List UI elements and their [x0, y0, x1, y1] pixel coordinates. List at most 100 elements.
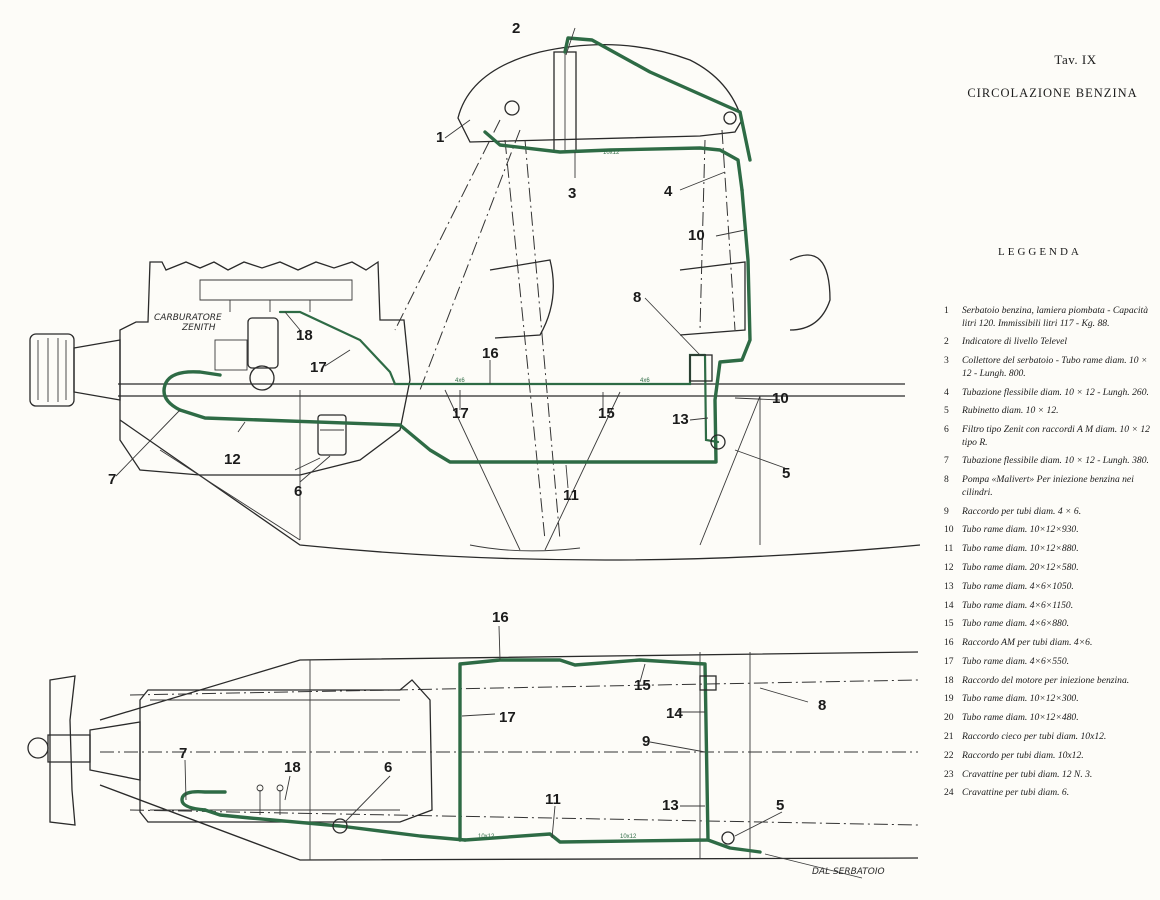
tank-mount-front [504, 100, 520, 116]
side-callout-4: 4 [664, 183, 673, 200]
top-callout-16: 16 [492, 609, 509, 626]
top-pipe-loop [458, 658, 710, 844]
side-callout-11: 11 [563, 487, 579, 504]
legend-item-number: 15 [944, 618, 954, 630]
fuel-tank [457, 44, 743, 143]
carburettor [247, 317, 279, 369]
carburettor-label-1: CARBURATORE [154, 313, 222, 323]
legend-item-number: 18 [944, 674, 954, 686]
legend-item-text: Tubo rame diam. 4×6×1150. [962, 599, 1074, 611]
legend-item-text: Tubo rame diam. 10×12×300. [962, 693, 1079, 705]
fuel-circulation-diagram: 1 2 3 4 10 8 18 17 16 17 15 13 10 5 7 12… [27, 20, 921, 879]
side-callout-18: 18 [296, 327, 313, 344]
side-callout-7: 7 [108, 471, 116, 488]
side-callout-13: 13 [672, 411, 689, 428]
legend-item-text: Collettore del serbatoio - Tubo rame dia… [962, 355, 1148, 379]
legend-item-text: Raccordo del motore per iniezione benzin… [962, 674, 1130, 686]
top-callout-14: 14 [666, 705, 683, 722]
side-callout-17a: 17 [310, 359, 327, 376]
side-callout-1: 1 [436, 129, 444, 146]
legend-item-number: 4 [944, 386, 949, 398]
legend-item-number: 13 [944, 580, 954, 592]
legend-item: 6 Filtro tipo Zenit con raccordi A M diam… [944, 424, 1150, 449]
legend-item-text: Tubo rame diam. 4×6×1050. [962, 580, 1074, 592]
top-callout-13: 13 [662, 797, 679, 814]
legend-item-text: Raccordo AM per tubi diam. 4×6. [962, 637, 1093, 649]
legend-item: 2 Indicatore di livello Televel [944, 336, 1150, 349]
legend-item-text: Serbatoio benzina, lamiera piombata - Ca… [962, 305, 1149, 329]
pipe-tag-5: 10x12 [620, 834, 637, 840]
legend-item-text: Indicatore di livello Televel [962, 336, 1068, 348]
legend-item-text: Raccordo per tubi diam. 4 × 6. [962, 505, 1082, 517]
legend-item-number: 3 [944, 355, 949, 367]
fuel-cock-side [710, 434, 726, 450]
legend-item-number: 16 [944, 637, 954, 649]
top-callout-15: 15 [634, 677, 651, 694]
legend-title: LEGGENDA [998, 246, 1082, 258]
top-view: 16 15 8 17 14 9 7 18 6 11 13 5 DAL SERBA… [27, 609, 919, 879]
side-callout-3: 3 [568, 185, 576, 202]
legend-item-number: 6 [944, 424, 949, 436]
top-callout-11: 11 [545, 791, 561, 808]
legend-item: 11 Tubo rame diam. 10×12×880. [944, 543, 1150, 556]
side-view: 1 2 3 4 10 8 18 17 16 17 15 13 10 5 7 12… [29, 20, 921, 561]
legend-item: 8 Pompa «Malivert» Per iniezione benzina … [944, 474, 1150, 499]
legend-item-text: Raccordo per tubi diam. 10x12. [962, 749, 1084, 761]
side-callout-16: 16 [482, 345, 499, 362]
legend-item-number: 7 [944, 455, 949, 467]
legend-item-text: Tubo rame diam. 10×12×480. [962, 712, 1079, 724]
pipe-tank-collector [483, 130, 744, 192]
legend-item: 16 Raccordo AM per tubi diam. 4×6. [944, 637, 1150, 650]
top-callout-6: 6 [384, 759, 392, 776]
legend-item-number: 19 [944, 693, 954, 705]
legend-item-text: Tubo rame diam. 10×12×930. [962, 524, 1079, 536]
legend-item-number: 22 [944, 749, 954, 761]
legend-item-text: Tubazione flessibile diam. 10 × 12 - Lun… [962, 386, 1149, 398]
pipe-tag-1: 10x12 [603, 150, 620, 156]
top-callout-8: 8 [818, 697, 826, 714]
legend-item-text: Tubo rame diam. 20×12×580. [962, 561, 1079, 573]
plate-header: Tav. IX CIRCOLAZIONE BENZINA [940, 52, 1145, 101]
fuel-cock-top [721, 831, 735, 845]
top-pipe-feed [203, 808, 467, 842]
engine-top [139, 679, 433, 823]
legend-item-text: Tubo rame diam. 4×6×550. [962, 655, 1070, 667]
legend-item-number: 11 [944, 543, 954, 555]
legend-item-text: Tubo rame diam. 10×12×880. [962, 543, 1079, 555]
legend-item: 18 Raccordo del motore per iniezione benz… [944, 675, 1150, 688]
fuel-filter-top [332, 818, 348, 834]
top-pipe-from-tank [706, 838, 762, 854]
legend-item-text: Pompa «Malivert» Per iniezione benzina n… [962, 474, 1134, 498]
engine-block [119, 260, 411, 476]
top-callout-7: 7 [179, 745, 187, 762]
top-pipe-flexible-7 [180, 789, 227, 812]
pipe-10-riser [178, 188, 752, 464]
from-tank-label: DAL SERBATOIO [812, 867, 885, 877]
side-callout-17b: 17 [452, 405, 469, 422]
fuel-filter-side [317, 414, 347, 456]
propeller-hub [29, 333, 75, 407]
legend-item-text: Raccordo cieco per tubi diam. 10x12. [962, 731, 1107, 742]
propeller-top [49, 675, 76, 826]
legend-item-number: 20 [944, 712, 954, 724]
legend-item-number: 21 [944, 731, 954, 742]
side-callout-8: 8 [633, 289, 641, 306]
pipe-7-flexible [162, 370, 222, 412]
legend-item-number: 17 [944, 655, 954, 667]
legend-item-number: 8 [944, 474, 949, 486]
legend-item-text: Tubazione flessibile diam. 10 × 12 - Lun… [962, 455, 1149, 467]
legend-item-text: Filtro tipo Zenit con raccordi A M diam.… [962, 424, 1150, 448]
legend-item-number: 2 [944, 336, 949, 348]
legend-item: 7 Tubazione flessibile diam. 10 × 12 - Lu… [944, 455, 1150, 468]
side-callout-10b: 10 [772, 390, 789, 407]
legend-item: 17 Tubo rame diam. 4×6×550. [944, 656, 1150, 669]
side-callout-2: 2 [512, 20, 520, 37]
